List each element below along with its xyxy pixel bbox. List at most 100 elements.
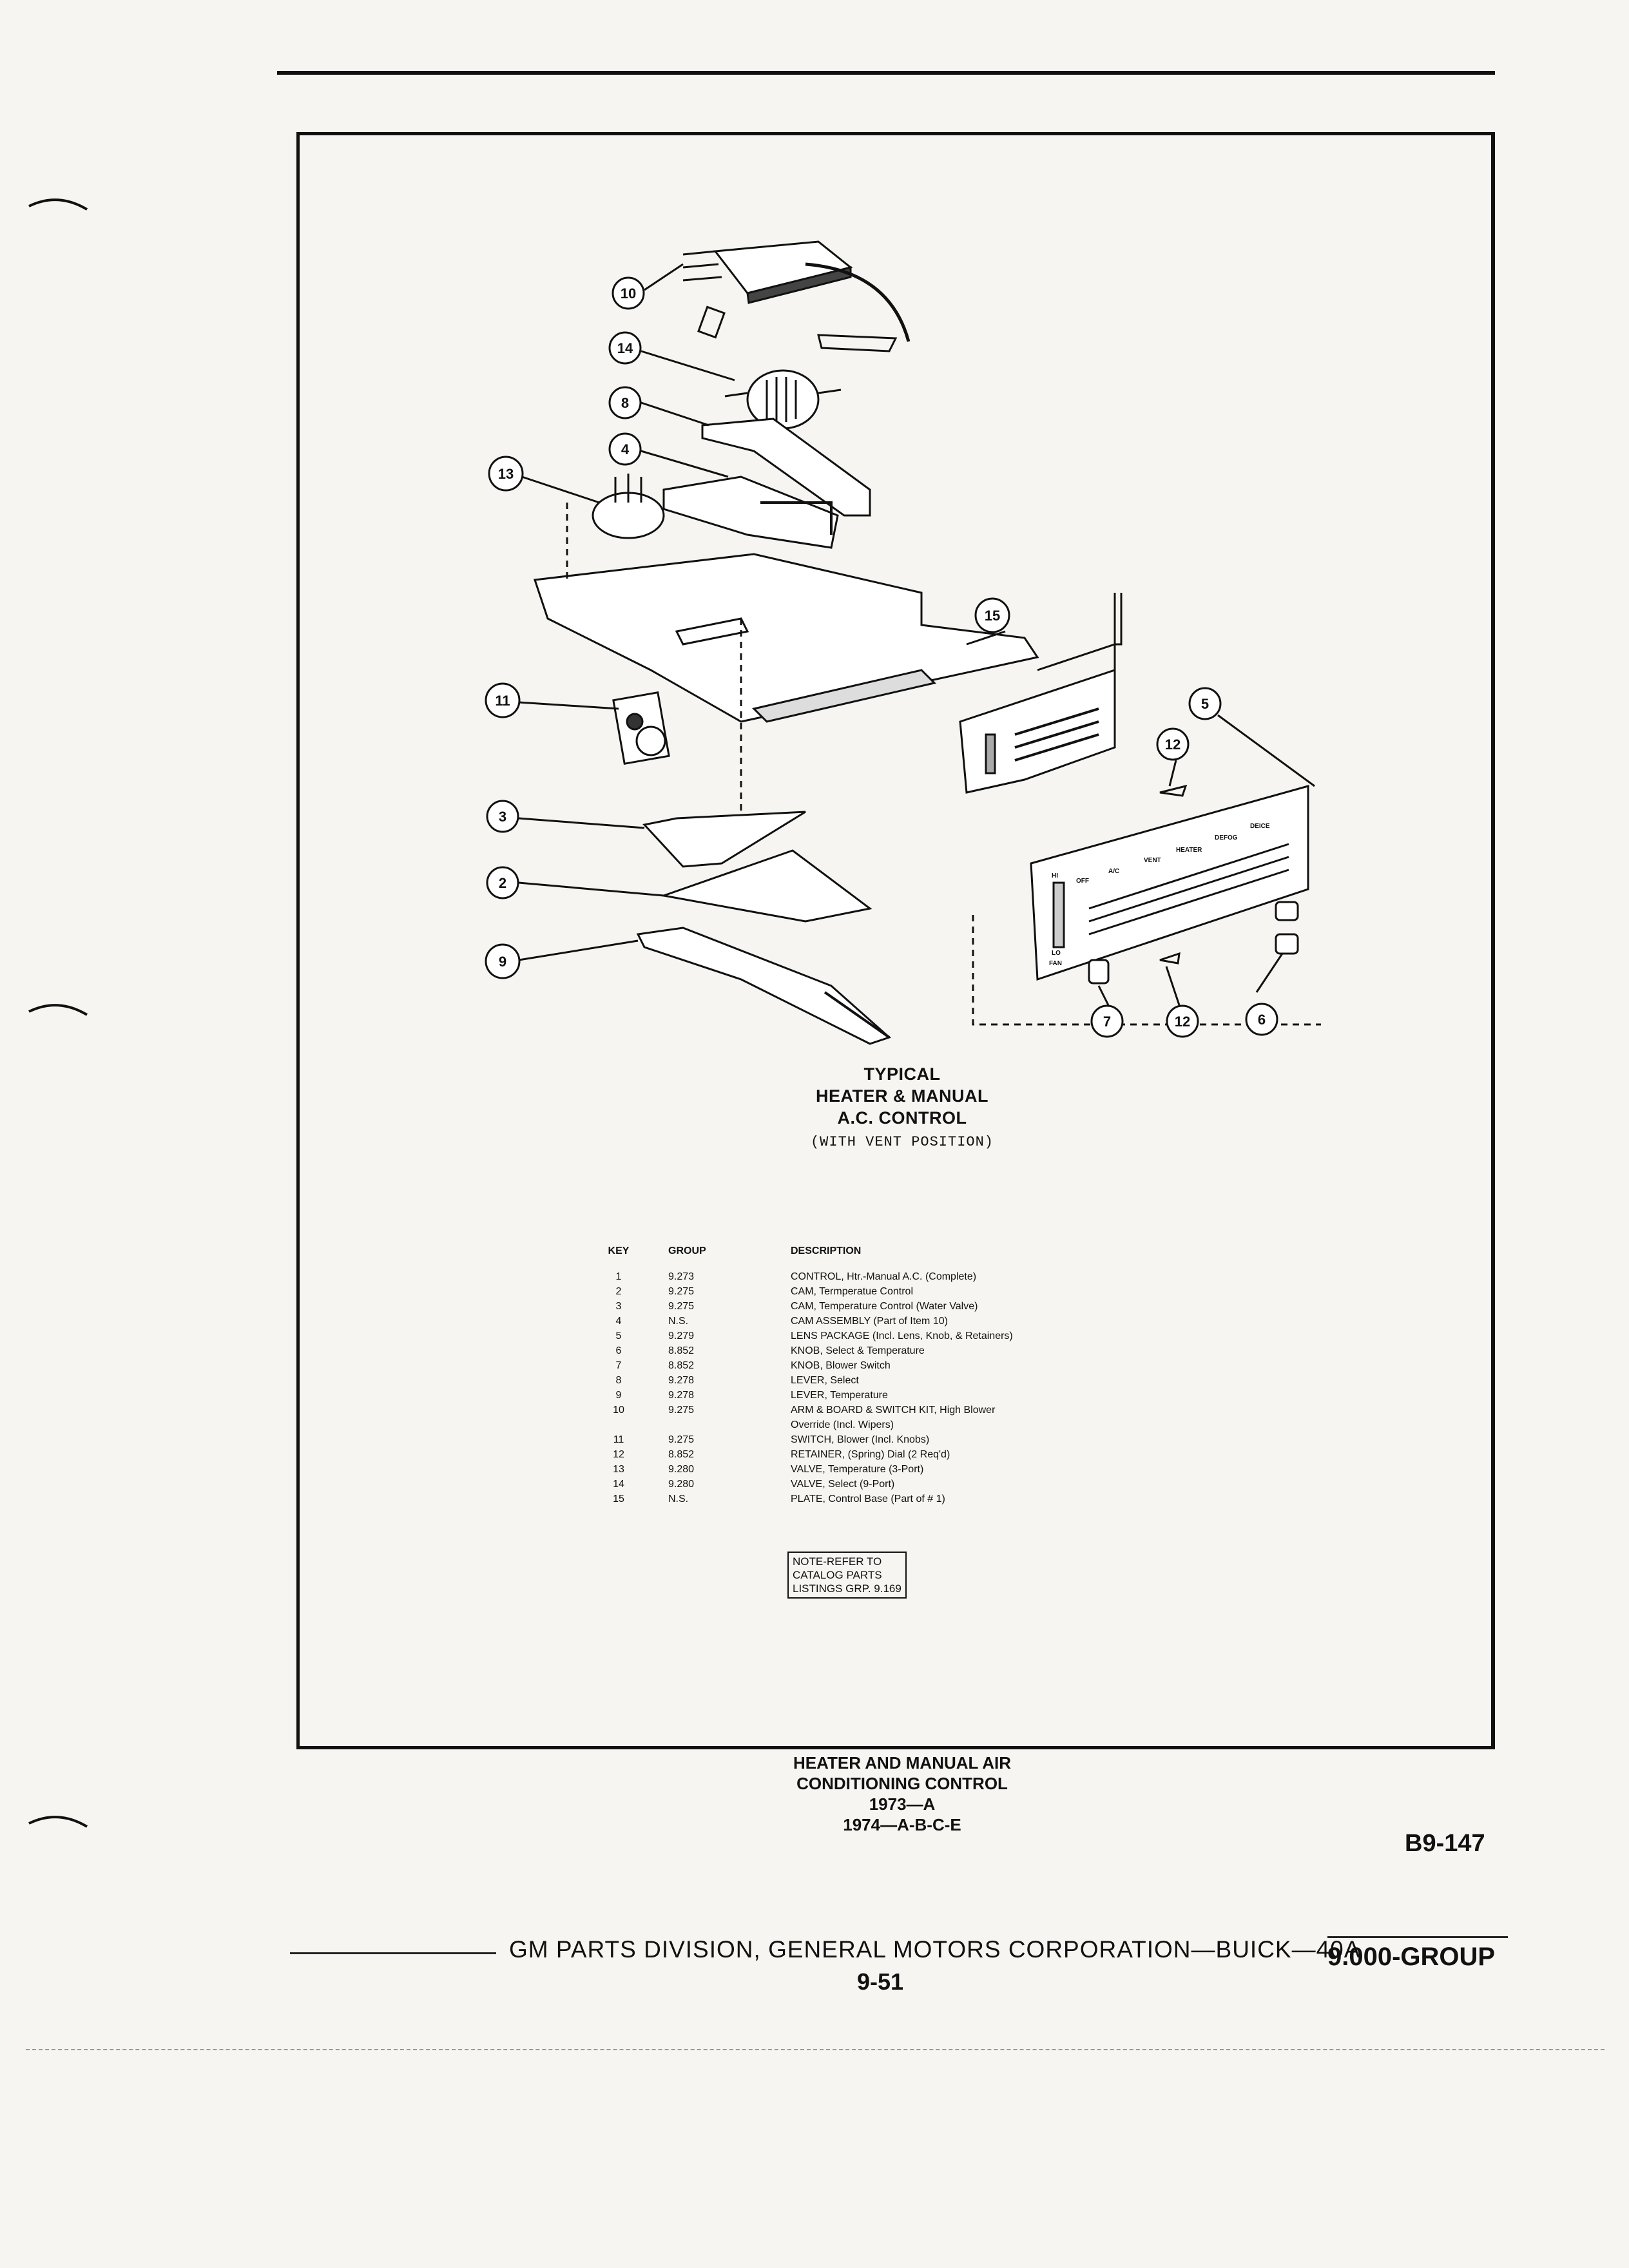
table-row: 12 8.852 RETAINER, (Spring) Dial (2 Req'd) <box>596 1447 1013 1462</box>
exploded-view-diagram: 10 14 8 4 13 15 11 5 12 3 2 9 7 12 6 OFF… <box>485 240 1321 1045</box>
control-base-plate <box>533 553 1039 723</box>
cell-group: 9.280 <box>668 1464 695 1475</box>
caption-subtitle: (WITH VENT POSITION) <box>810 1134 994 1150</box>
cell-group: 8.852 <box>668 1345 695 1356</box>
panel-label: DEICE <box>1250 823 1270 830</box>
temperature-cam-water-valve-part <box>642 811 806 868</box>
cell-group: 8.852 <box>668 1360 695 1371</box>
page-title-line: CONDITIONING CONTROL <box>796 1774 1008 1793</box>
cell-group: 9.275 <box>668 1301 695 1312</box>
callout-5: 5 <box>1188 687 1222 720</box>
note-box: NOTE-REFER TO CATALOG PARTS LISTINGS GRP… <box>787 1552 907 1599</box>
cell-description: Override (Incl. Wipers) <box>791 1419 894 1430</box>
page-number: 9-51 <box>857 1968 904 1995</box>
caption-line: HEATER & MANUAL <box>816 1086 988 1106</box>
panel-label: OFF <box>1076 878 1089 885</box>
table-row: Override (Incl. Wipers) <box>596 1418 1013 1432</box>
cell-key: 10 <box>613 1405 624 1416</box>
cell-group: 9.278 <box>668 1375 695 1386</box>
parts-table: KEY GROUP DESCRIPTION 1 9.273 CONTROL, Htr… <box>596 1244 1013 1506</box>
cell-key: 6 <box>615 1345 622 1356</box>
svg-text:12: 12 <box>1175 1014 1190 1030</box>
select-valve-part <box>724 369 842 430</box>
cell-key: 2 <box>615 1286 622 1297</box>
callout-12-top: 12 <box>1156 727 1190 761</box>
panel-label: DEFOG <box>1215 834 1238 841</box>
svg-text:12: 12 <box>1165 736 1181 753</box>
svg-text:5: 5 <box>1201 696 1209 712</box>
svg-text:10: 10 <box>621 285 636 302</box>
cell-description: CAM, Termperatue Control <box>791 1286 913 1297</box>
page-title-line: 1973—A <box>869 1794 936 1814</box>
callout-4: 4 <box>608 432 642 466</box>
note-line: NOTE-REFER TO <box>793 1555 882 1568</box>
cell-description: LEVER, Temperature <box>791 1390 888 1401</box>
footer-rule-right <box>1327 1936 1508 1938</box>
footer-rule-left <box>290 1952 496 1954</box>
svg-text:2: 2 <box>499 875 506 891</box>
panel-label: FAN <box>1049 960 1062 967</box>
cell-description: CONTROL, Htr.-Manual A.C. (Complete) <box>791 1271 977 1282</box>
cell-description: CAM, Temperature Control (Water Valve) <box>791 1301 978 1312</box>
cell-key: 3 <box>615 1301 622 1312</box>
cell-key: 9 <box>615 1390 622 1401</box>
cell-description: LENS PACKAGE (Incl. Lens, Knob, & Retain… <box>791 1331 1013 1341</box>
cell-group: 9.275 <box>668 1405 695 1416</box>
cell-key: 1 <box>615 1271 622 1282</box>
caption-line: A.C. CONTROL <box>837 1108 967 1128</box>
cell-key: 8 <box>615 1375 622 1386</box>
callout-11: 11 <box>485 682 521 718</box>
illustration-frame <box>296 132 1495 1749</box>
page-title-line: 1974—A-B-C-E <box>843 1815 961 1834</box>
page-title-line: HEATER AND MANUAL AIR <box>793 1753 1011 1773</box>
svg-text:14: 14 <box>617 340 633 356</box>
callout-2: 2 <box>486 866 519 899</box>
header-description: DESCRIPTION <box>791 1245 862 1256</box>
cell-key: 12 <box>613 1449 624 1460</box>
binder-hole-mark <box>28 1004 88 1016</box>
spring-retainer-part <box>1159 784 1188 965</box>
callout-13: 13 <box>488 456 524 492</box>
cell-group: N.S. <box>668 1494 689 1504</box>
svg-text:3: 3 <box>499 809 506 825</box>
cell-key: 11 <box>613 1434 624 1445</box>
table-row: 7 8.852 KNOB, Blower Switch <box>596 1358 1013 1373</box>
note-line: CATALOG PARTS <box>793 1569 882 1581</box>
header-group: GROUP <box>668 1245 706 1256</box>
callout-7: 7 <box>1090 1004 1124 1038</box>
knob-part <box>1088 901 1299 985</box>
blower-switch-part <box>612 691 670 765</box>
page-title: HEATER AND MANUAL AIR CONDITIONING CONTR… <box>709 1753 1095 1835</box>
callout-15: 15 <box>974 597 1010 633</box>
svg-text:7: 7 <box>1103 1014 1111 1030</box>
callout-12-bottom: 12 <box>1166 1004 1199 1038</box>
illustration-code: B9-147 <box>1405 1830 1485 1857</box>
cell-description: KNOB, Blower Switch <box>791 1360 891 1371</box>
cell-description: RETAINER, (Spring) Dial (2 Req'd) <box>791 1449 950 1460</box>
cell-group: 8.852 <box>668 1449 695 1460</box>
callout-10: 10 <box>612 276 645 310</box>
footer-text: GM PARTS DIVISION, GENERAL MOTORS CORPOR… <box>509 1936 1361 1963</box>
cell-description: PLATE, Control Base (Part of # 1) <box>791 1494 945 1504</box>
cell-key: 7 <box>615 1360 622 1371</box>
header-key: KEY <box>608 1245 630 1256</box>
cell-description: KNOB, Select & Temperature <box>791 1345 925 1356</box>
cell-key: 14 <box>613 1479 624 1490</box>
table-row: 1 9.273 CONTROL, Htr.-Manual A.C. (Complet… <box>596 1269 1013 1284</box>
panel-label: VENT <box>1144 857 1161 864</box>
table-row: 6 8.852 KNOB, Select & Temperature <box>596 1343 1013 1358</box>
svg-text:6: 6 <box>1258 1012 1266 1028</box>
cell-group <box>641 1418 726 1432</box>
panel-label: LO <box>1052 950 1061 957</box>
cell-group: 9.273 <box>668 1271 695 1282</box>
binder-hole-mark <box>28 1816 88 1828</box>
cell-key: 13 <box>613 1464 624 1475</box>
callout-9: 9 <box>485 943 521 979</box>
